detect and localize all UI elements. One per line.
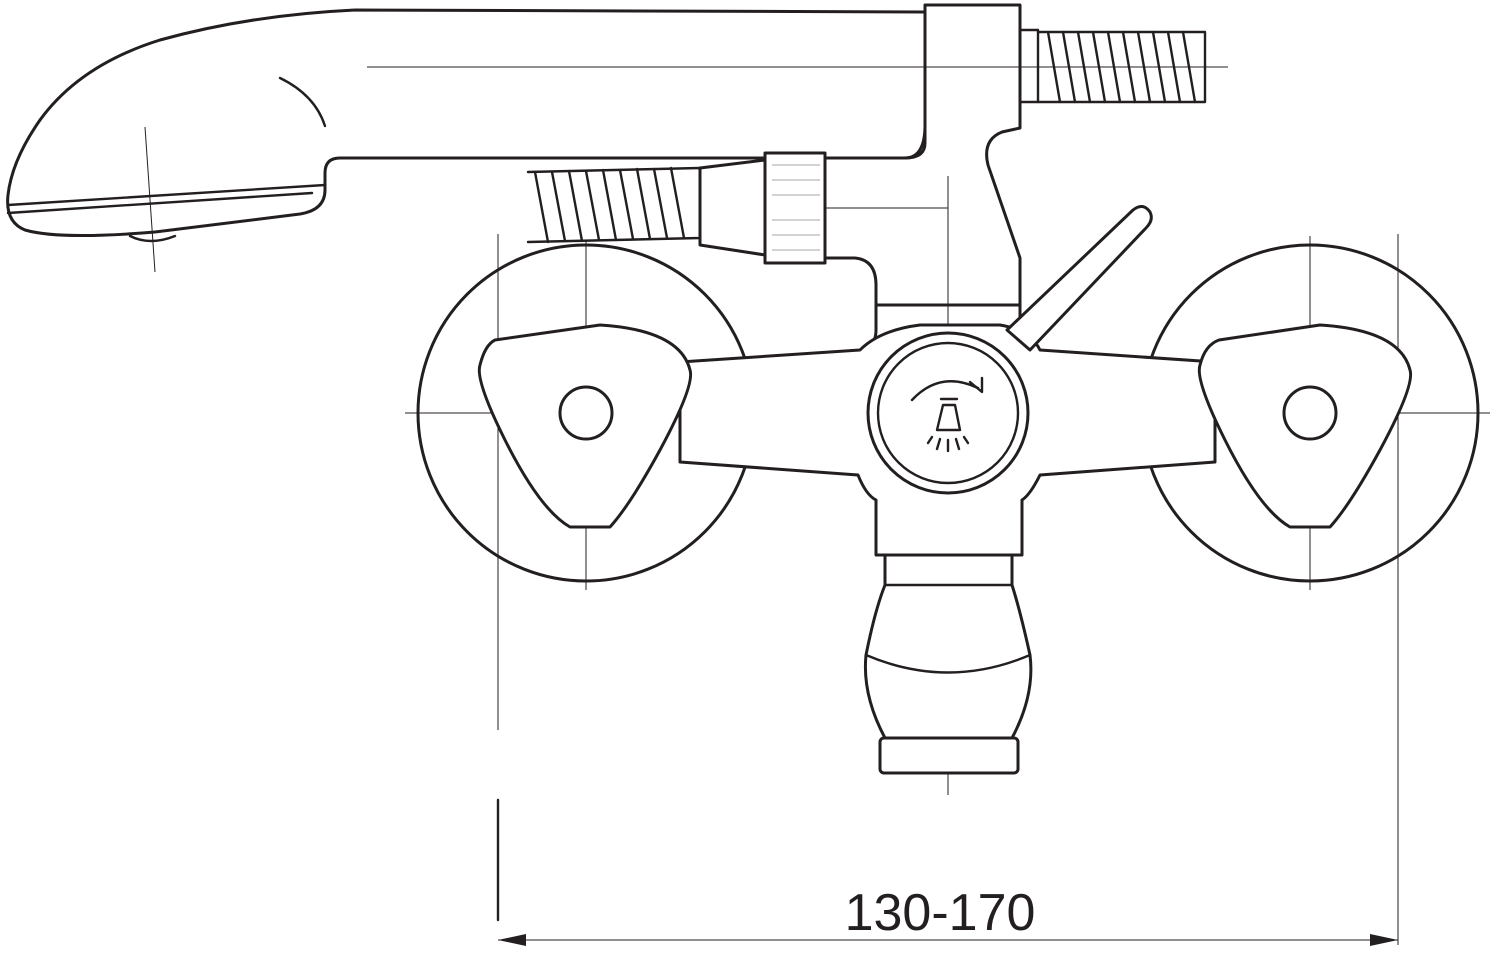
- handle-connector: [903, 3, 1040, 307]
- upper-hose: [1036, 30, 1207, 104]
- width-dimension: 130-170: [496, 798, 1398, 946]
- left-tap-handle: [477, 323, 693, 529]
- hand-shower-head: [6, 8, 927, 243]
- diverter-lever: [1005, 205, 1153, 352]
- shower-arrow-icon: [910, 376, 984, 453]
- diverter-knob: [866, 331, 1030, 495]
- right-tap-handle: [1197, 323, 1413, 529]
- dimension-label: 130-170: [845, 884, 1036, 942]
- spout: [863, 553, 1033, 775]
